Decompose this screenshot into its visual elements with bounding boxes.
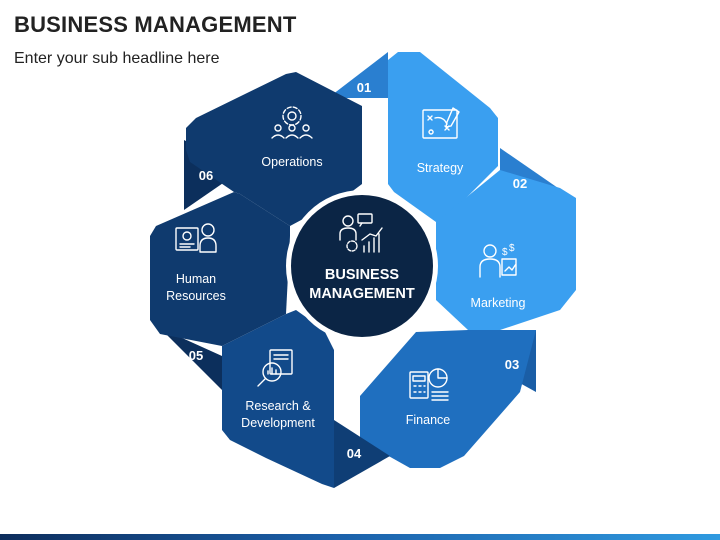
segment-marketing-shape	[436, 170, 576, 330]
segment-label-marketing: Marketing	[471, 296, 526, 310]
segment-marketing[interactable]: 02 $ $ Marketing	[436, 148, 576, 330]
segment-finance-shape	[360, 330, 536, 468]
segment-label-research-line1: Research &	[245, 399, 311, 413]
svg-text:$: $	[502, 247, 508, 258]
strategy-board-icon	[422, 107, 460, 139]
segment-label-hr-line1: Human	[176, 272, 216, 286]
bottom-accent-bar	[0, 534, 720, 540]
page-title: BUSINESS MANAGEMENT	[14, 12, 297, 37]
segment-operations-shape	[186, 72, 362, 226]
segment-strategy[interactable]: 01 Strategy	[328, 52, 498, 222]
segment-human-resources-shape	[150, 192, 290, 346]
segment-finance[interactable]: 03 Finance	[360, 330, 536, 468]
business-growth-icon	[339, 213, 383, 253]
svg-text:$: $	[509, 243, 515, 254]
segment-label-finance: Finance	[406, 413, 451, 427]
finance-calculator-icon	[409, 368, 449, 401]
segment-label-research-line2: Development	[241, 416, 315, 430]
segment-operations[interactable]: 06 Operations	[184, 72, 362, 226]
operations-gear-icon	[271, 106, 313, 139]
segment-label-strategy: Strategy	[417, 161, 464, 175]
segment-research-development-shape	[222, 310, 334, 488]
segment-number-01: 01	[357, 80, 371, 95]
marketing-person-icon: $ $	[479, 243, 517, 278]
segment-number-06: 06	[199, 168, 213, 183]
segment-strategy-shape	[388, 52, 498, 222]
segment-human-resources[interactable]: 05 Human Resources	[150, 192, 290, 390]
tab-04	[334, 420, 390, 488]
center-title-line1: BUSINESS	[325, 267, 399, 283]
research-magnifier-icon	[257, 349, 293, 387]
center-hub-circle	[291, 195, 433, 337]
human-resources-icon	[175, 223, 217, 253]
center-hub: BUSINESS MANAGEMENT	[286, 190, 438, 342]
tab-05	[160, 328, 222, 390]
segment-number-05: 05	[189, 348, 203, 363]
segment-research-development[interactable]: 04 Research & Development	[222, 310, 390, 488]
segment-number-02: 02	[513, 176, 527, 191]
page-subtitle: Enter your sub headline here	[14, 50, 220, 67]
segment-number-03: 03	[505, 357, 519, 372]
segment-label-operations: Operations	[261, 155, 322, 169]
segment-label-hr-line2: Resources	[166, 289, 226, 303]
tab-01	[328, 52, 388, 98]
center-title-line2: MANAGEMENT	[309, 286, 415, 302]
segment-number-04: 04	[347, 446, 362, 461]
